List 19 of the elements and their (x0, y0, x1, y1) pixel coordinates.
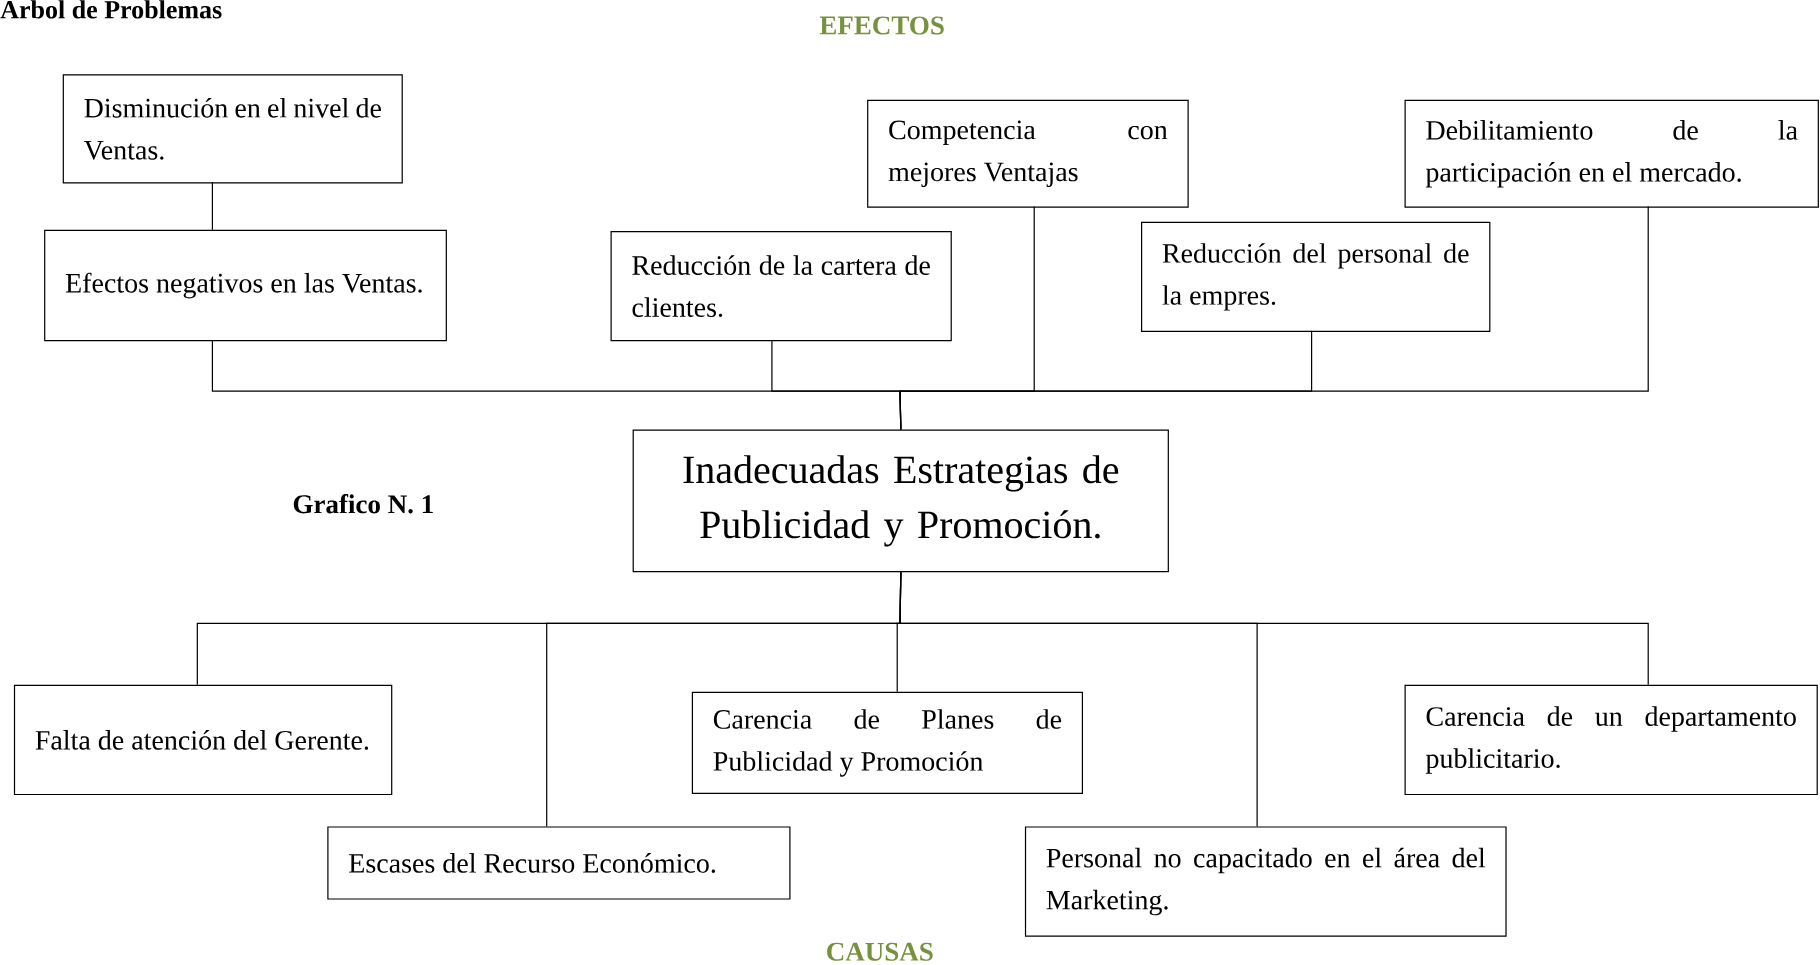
problem-box: Carencia de Planes de Publicidad y Promoción (691, 691, 1083, 794)
problem-box: Personal no capacitado en el área del Marketing. (1024, 826, 1507, 937)
diagram-title: Arbol de Problemas (0, 0, 222, 19)
problem-box: Debilitamiento de la participación en el mercado. (1404, 99, 1819, 208)
connector-line (899, 206, 1649, 431)
section-heading: CAUSAS (827, 942, 933, 961)
section-heading: Grafico N. 1 (293, 494, 433, 514)
problem-box: Carencia de un departamento publicitario. (1404, 684, 1818, 796)
problem-box: Disminución en el nivel de Ventas. (62, 74, 403, 184)
problem-box: Reducción de la cartera de clientes. (610, 231, 952, 342)
section-heading: EFECTOS (819, 16, 944, 35)
problem-box: Efectos negativos en las Ventas. (44, 229, 447, 342)
problem-box: Inadecuadas Estrategias de Publicidad y Promoción. (632, 429, 1169, 573)
connector-line (211, 181, 213, 231)
problem-box: Falta de atención del Gerente. (13, 684, 393, 796)
problem-box: Reducción del personal de la empres. (1141, 221, 1491, 332)
problem-box: Competencia con mejores Ventajas (867, 99, 1189, 208)
problem-box: Escases del Recurso Económico. (327, 826, 791, 900)
connector-line (899, 571, 1649, 686)
